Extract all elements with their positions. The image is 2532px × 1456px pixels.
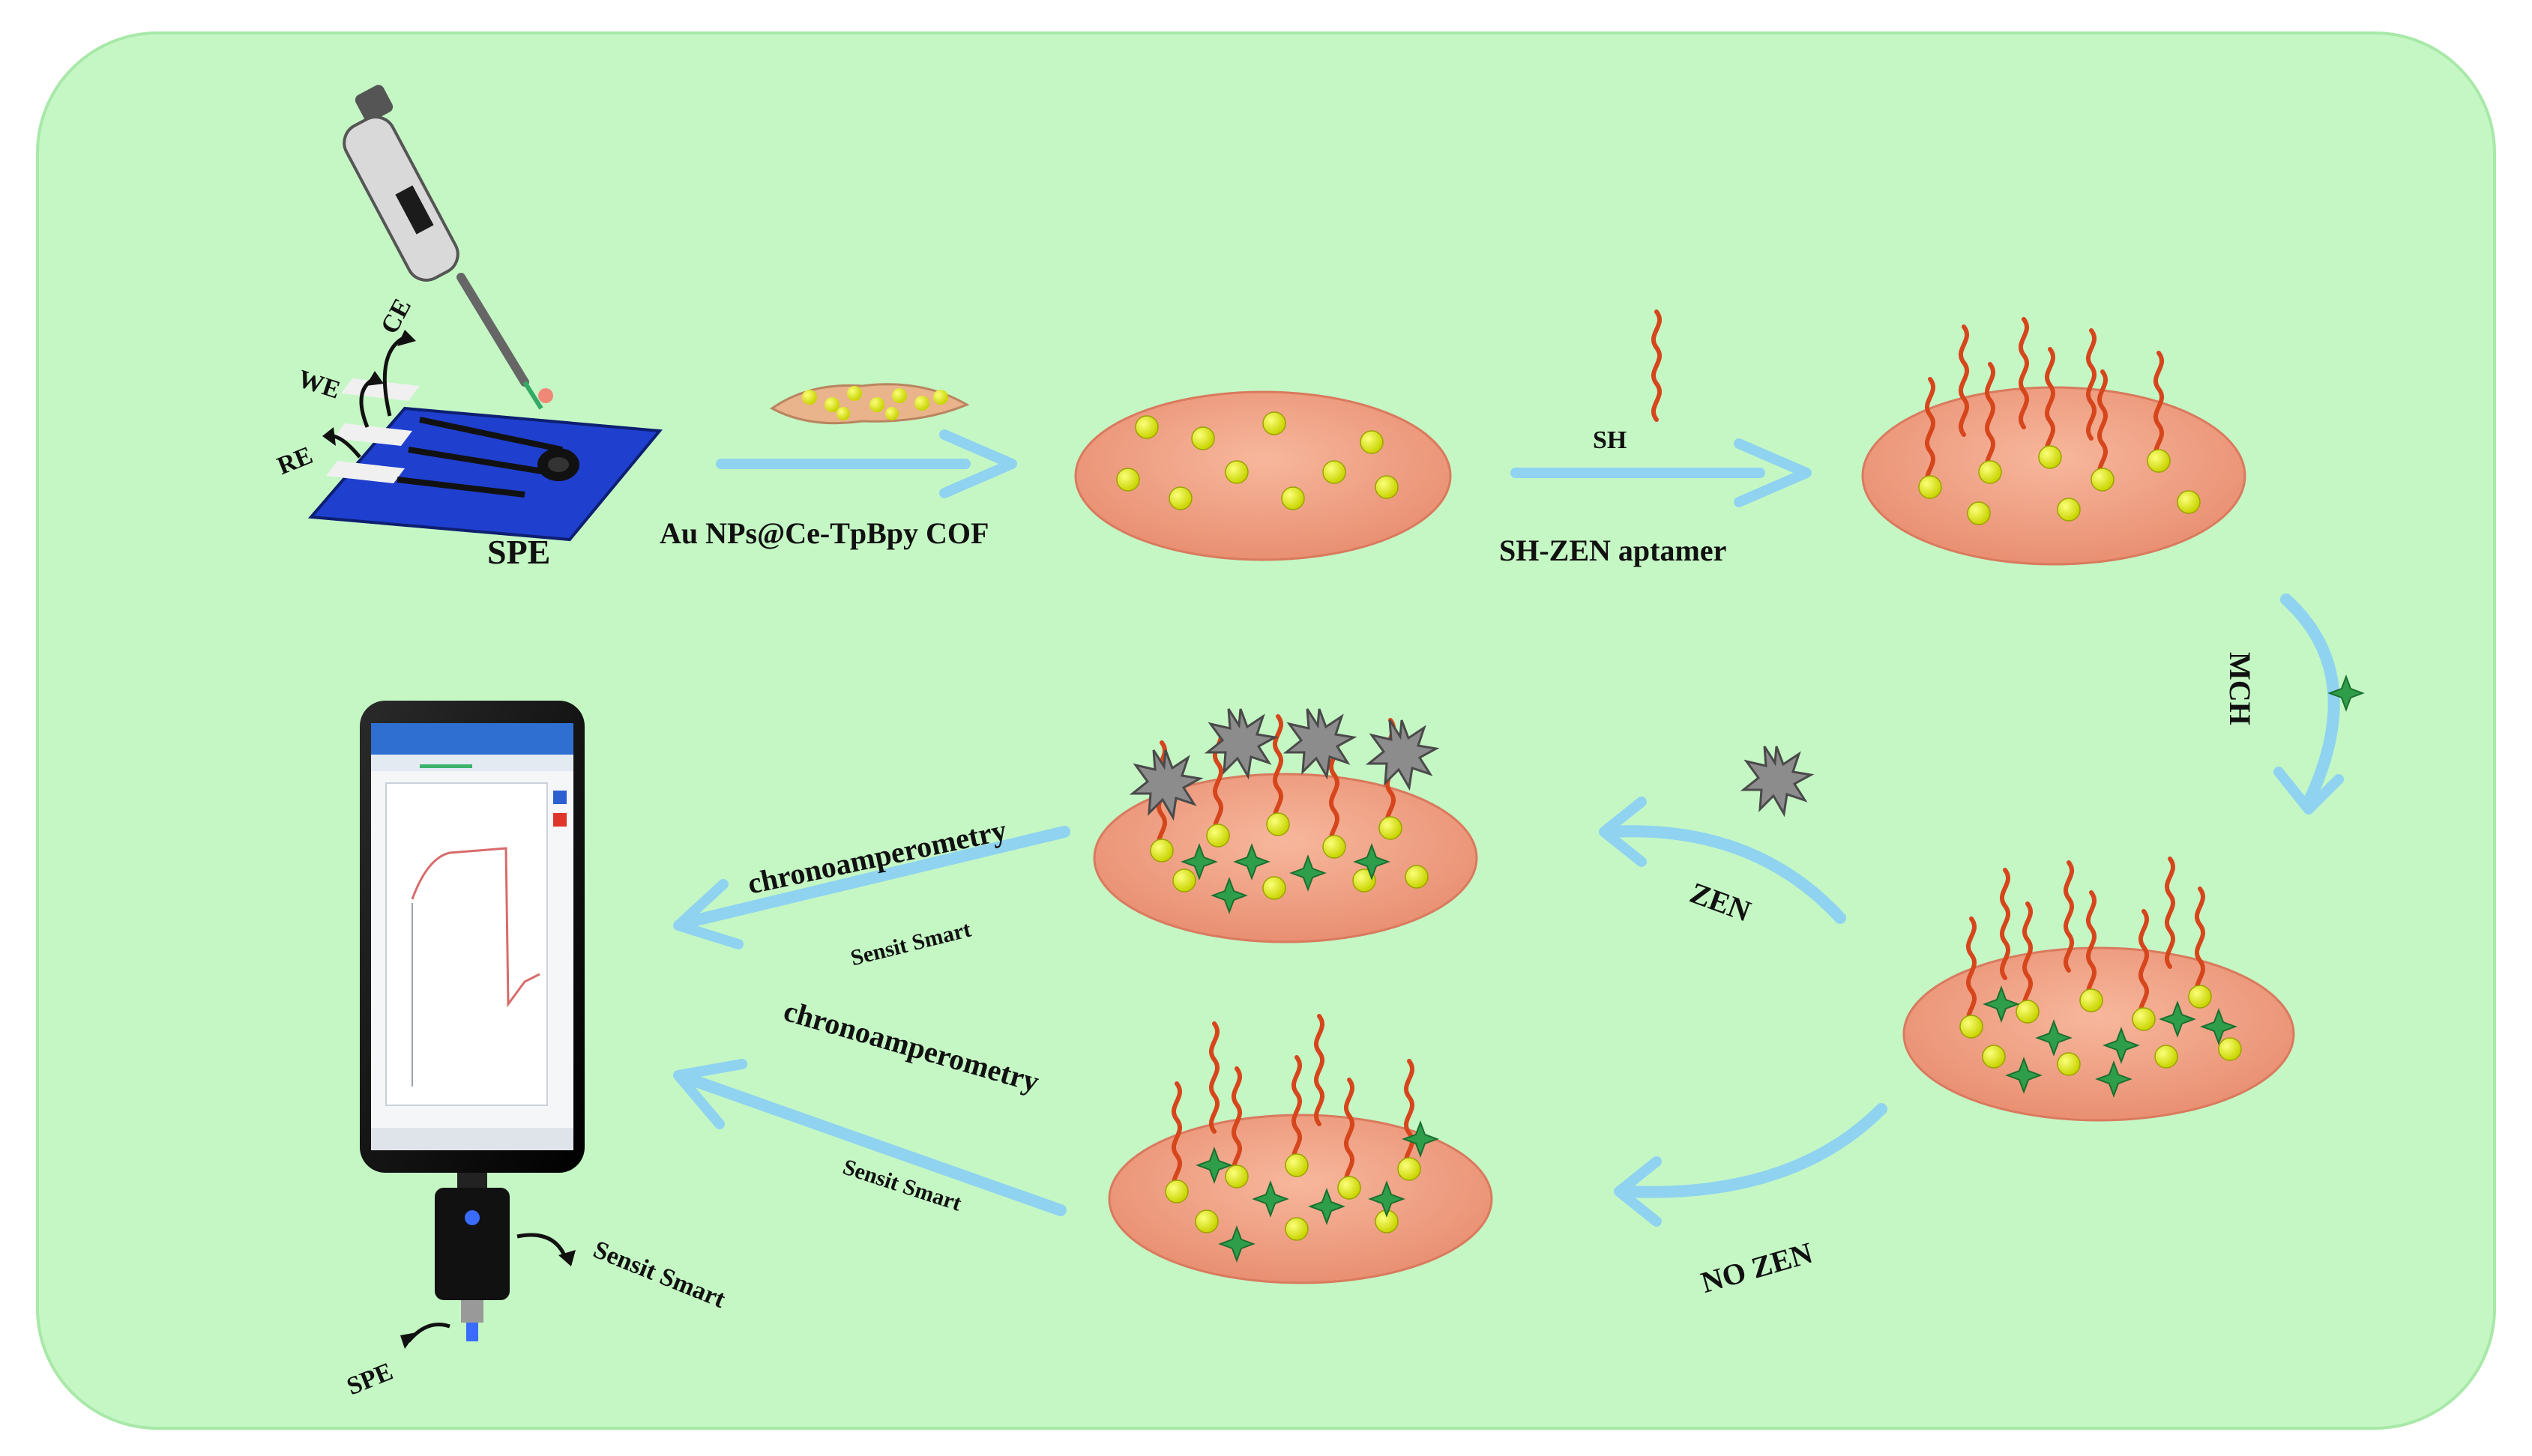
- arrow-zen: [1599, 797, 1846, 924]
- au-nps-label: Au NPs@Ce-TpBpy COF: [660, 516, 989, 550]
- electrode-arrows: [322, 330, 416, 459]
- sh-label: SH: [1593, 426, 1627, 454]
- arrow-no-zen: [1614, 1103, 1887, 1227]
- spe-strip-icon: [307, 378, 663, 542]
- arrow-readout-bottom: [673, 1059, 1067, 1216]
- electrode-disk-2: [1861, 319, 2246, 566]
- spe-label: SPE: [487, 533, 550, 571]
- arrow-step-2: [1510, 438, 1812, 507]
- potentiostat-icon: [435, 1173, 510, 1341]
- sh-zen-label: SH-ZEN aptamer: [1499, 534, 1726, 567]
- electrode-disk-4: [1093, 707, 1478, 943]
- arrow-readout-top: [673, 826, 1070, 949]
- cof-sheet-icon: [770, 383, 970, 425]
- arrow-mch: [2273, 593, 2344, 815]
- sensit-arrow: [516, 1233, 568, 1260]
- electrode-disk-3: [1902, 859, 2295, 1122]
- smartphone-icon: [360, 701, 585, 1173]
- mch-label: MCH: [2223, 652, 2257, 725]
- electrode-disk-1: [1074, 390, 1452, 561]
- arrow-step-1: [716, 429, 1017, 498]
- electrode-disk-5: [1108, 1016, 1493, 1284]
- pipette-icon: [343, 85, 553, 410]
- background-panel: [36, 31, 2496, 1430]
